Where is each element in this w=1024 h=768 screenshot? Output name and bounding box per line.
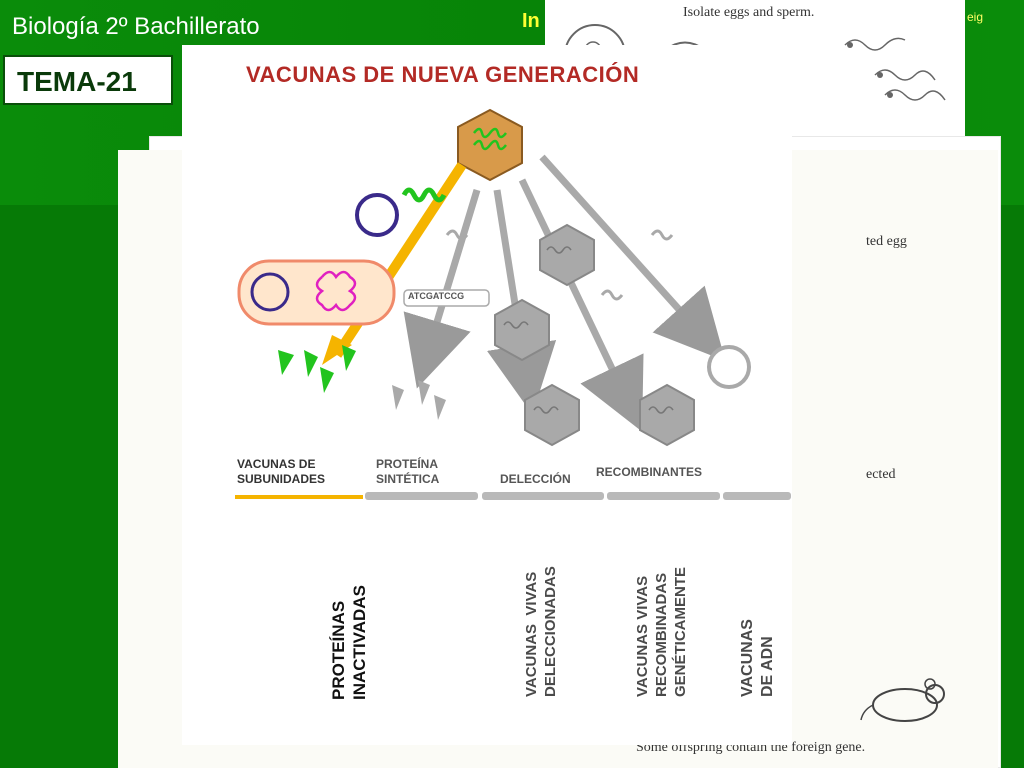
partial-heading: In (522, 10, 540, 33)
figure-label-2: ected (866, 467, 896, 483)
dna-sequence: ATCGATCCG (408, 291, 464, 301)
category-recombinantes: RECOMBINANTES (596, 465, 702, 480)
figure-label-1: ted egg (866, 234, 907, 250)
category-line: SUBUNIDADES (237, 472, 325, 487)
mouse-icon (860, 670, 960, 730)
category-line: VACUNAS DE (237, 457, 325, 472)
topic-badge: TEMA-21 (3, 55, 173, 105)
category-proteina-sintetica: PROTEÍNA SINTÉTICA (376, 457, 439, 487)
course-title: Biología 2º Bachillerato (12, 13, 260, 41)
vaccine-diagram (182, 45, 792, 505)
category-delecion: DELECCIÓN (500, 472, 571, 487)
category-line: PROTEÍNA (376, 457, 439, 472)
vertical-label-proteinas: PROTEÍNAS INACTIVADAS (328, 585, 370, 700)
vertical-label-recombinadas: VACUNAS VIVAS RECOMBINADAS GENÉTICAMENTE (633, 567, 690, 697)
vertical-label-delecionadas: VACUNAS VIVAS DELECCIONADAS (522, 566, 560, 697)
category-subunidades: VACUNAS DE SUBUNIDADES (237, 457, 325, 487)
vertical-label-adn: VACUNAS DE ADN (738, 619, 778, 697)
partial-corner-text: eig (967, 10, 983, 24)
category-line: SINTÉTICA (376, 472, 439, 487)
